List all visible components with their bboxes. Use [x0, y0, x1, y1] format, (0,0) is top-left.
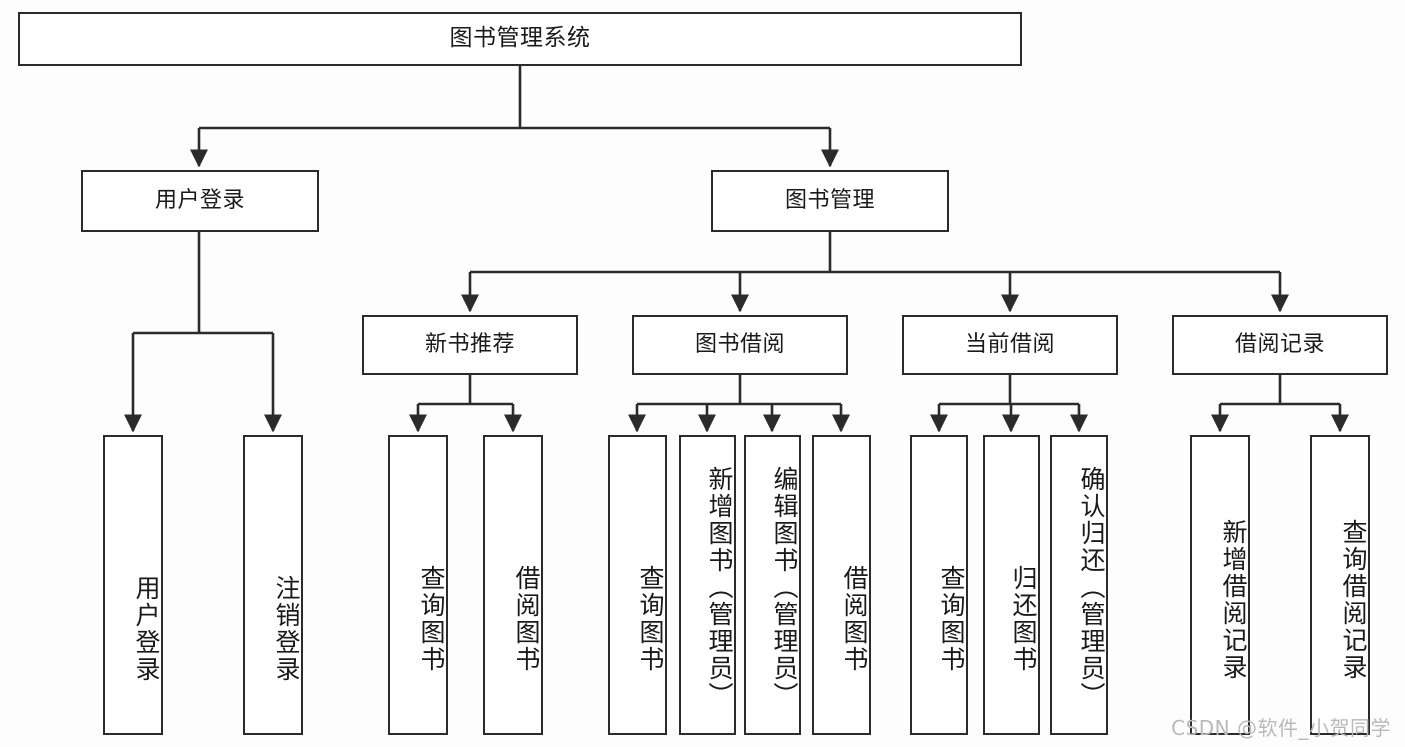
node-book-borrow-label: 图书借阅: [694, 332, 785, 358]
leaf-borrow-book-2[interactable]: 借阅图书: [812, 435, 871, 735]
node-new-book-recommend-label: 新书推荐: [424, 332, 515, 358]
leaf-add-record[interactable]: 新增借阅记录: [1190, 435, 1250, 735]
leaf-query-record[interactable]: 查询借阅记录: [1310, 435, 1370, 735]
leaf-add-book-label: 新增图书（管理员）: [705, 465, 734, 709]
node-user-login[interactable]: 用户登录: [81, 170, 319, 232]
node-root-label: 图书管理系统: [449, 25, 591, 52]
leaf-user-logout-label: 注销登录: [272, 575, 301, 683]
node-current-borrow-label: 当前借阅: [964, 332, 1055, 358]
leaf-borrow-book-1-label: 借阅图书: [512, 565, 541, 673]
leaf-query-book-1[interactable]: 查询图书: [388, 435, 448, 735]
leaf-query-book-2-label: 查询图书: [636, 565, 665, 673]
leaf-add-record-label: 新增借阅记录: [1219, 519, 1248, 681]
node-user-login-label: 用户登录: [154, 188, 245, 214]
leaf-user-login-label: 用户登录: [132, 575, 161, 683]
node-borrow-record-label: 借阅记录: [1234, 332, 1325, 358]
csdn-watermark: CSDN @软件_小贺同学: [1171, 716, 1391, 740]
leaf-query-book-3[interactable]: 查询图书: [910, 435, 968, 735]
leaf-user-login[interactable]: 用户登录: [103, 435, 163, 735]
leaf-confirm-return-label: 确认归还（管理员）: [1077, 465, 1106, 709]
node-new-book-recommend[interactable]: 新书推荐: [362, 315, 578, 375]
leaf-query-book-2[interactable]: 查询图书: [608, 435, 667, 735]
leaf-add-book[interactable]: 新增图书（管理员）: [679, 435, 736, 735]
leaf-borrow-book-2-label: 借阅图书: [840, 565, 869, 673]
leaf-return-book-label: 归还图书: [1009, 565, 1038, 673]
leaf-confirm-return[interactable]: 确认归还（管理员）: [1050, 435, 1108, 735]
node-borrow-record[interactable]: 借阅记录: [1172, 315, 1388, 375]
leaf-return-book[interactable]: 归还图书: [983, 435, 1040, 735]
node-book-manage[interactable]: 图书管理: [711, 170, 949, 232]
leaf-query-book-1-label: 查询图书: [417, 565, 446, 673]
node-root[interactable]: 图书管理系统: [18, 12, 1022, 66]
leaf-edit-book[interactable]: 编辑图书（管理员）: [744, 435, 801, 735]
node-current-borrow[interactable]: 当前借阅: [902, 315, 1118, 375]
node-book-manage-label: 图书管理: [784, 188, 875, 214]
leaf-edit-book-label: 编辑图书（管理员）: [770, 465, 799, 709]
leaf-query-record-label: 查询借阅记录: [1339, 519, 1368, 681]
leaf-borrow-book-1[interactable]: 借阅图书: [483, 435, 543, 735]
node-book-borrow[interactable]: 图书借阅: [632, 315, 848, 375]
leaf-query-book-3-label: 查询图书: [937, 565, 966, 673]
leaf-user-logout[interactable]: 注销登录: [243, 435, 303, 735]
